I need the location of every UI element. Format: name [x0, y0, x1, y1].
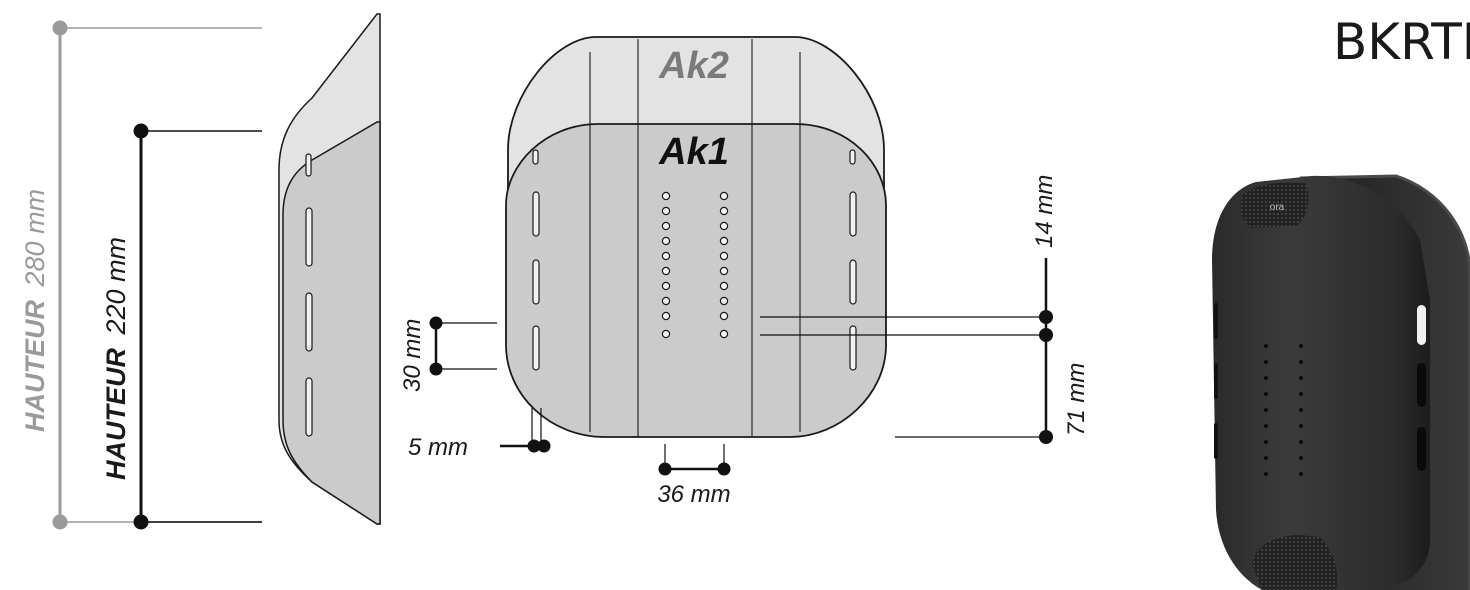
height-inner-word: HAUTEUR: [101, 348, 131, 480]
hole-pitch-label: 14 mm: [1031, 175, 1058, 248]
front-slots: [532, 149, 857, 371]
front-view: Ak2 Ak1: [505, 36, 887, 438]
photo-holes: [1264, 344, 1303, 476]
hole-spacing-label: 36 mm: [657, 481, 730, 508]
photo-logo: ora: [1270, 202, 1285, 213]
height-dimension-outer: HAUTEUR 280 mm: [20, 20, 262, 530]
slot-length-dimension: 30 mm: [399, 316, 497, 392]
side-profile-view: [278, 13, 381, 525]
slot-width-dimension: 5 mm: [408, 408, 551, 461]
height-outer-value: 280 mm: [20, 189, 50, 288]
hole-vertical-dimensions: 14 mm 71 mm: [760, 175, 1090, 444]
height-outer-word: HAUTEUR: [20, 300, 50, 432]
armband-photo-icon: ora: [1212, 174, 1470, 590]
hole-row-length-label: 71 mm: [1063, 363, 1090, 436]
height-inner-value: 220 mm: [101, 237, 131, 336]
ventilation-holes: [661, 191, 729, 339]
height-dimension-inner: HAUTEUR 220 mm: [101, 123, 262, 530]
ak1-label: Ak1: [658, 131, 729, 173]
slot-length-label: 30 mm: [399, 319, 426, 392]
ak1-outline: [505, 123, 887, 438]
ak2-label: Ak2: [658, 45, 729, 87]
svg-text:HAUTEUR 280 mm: HAUTEUR 280 mm: [20, 189, 50, 432]
brand-title: BKRTK: [1333, 13, 1470, 71]
slot-width-label: 5 mm: [408, 434, 468, 461]
svg-text:HAUTEUR 220 mm: HAUTEUR 220 mm: [101, 237, 131, 480]
hole-spacing-dimension: 36 mm: [657, 444, 731, 508]
